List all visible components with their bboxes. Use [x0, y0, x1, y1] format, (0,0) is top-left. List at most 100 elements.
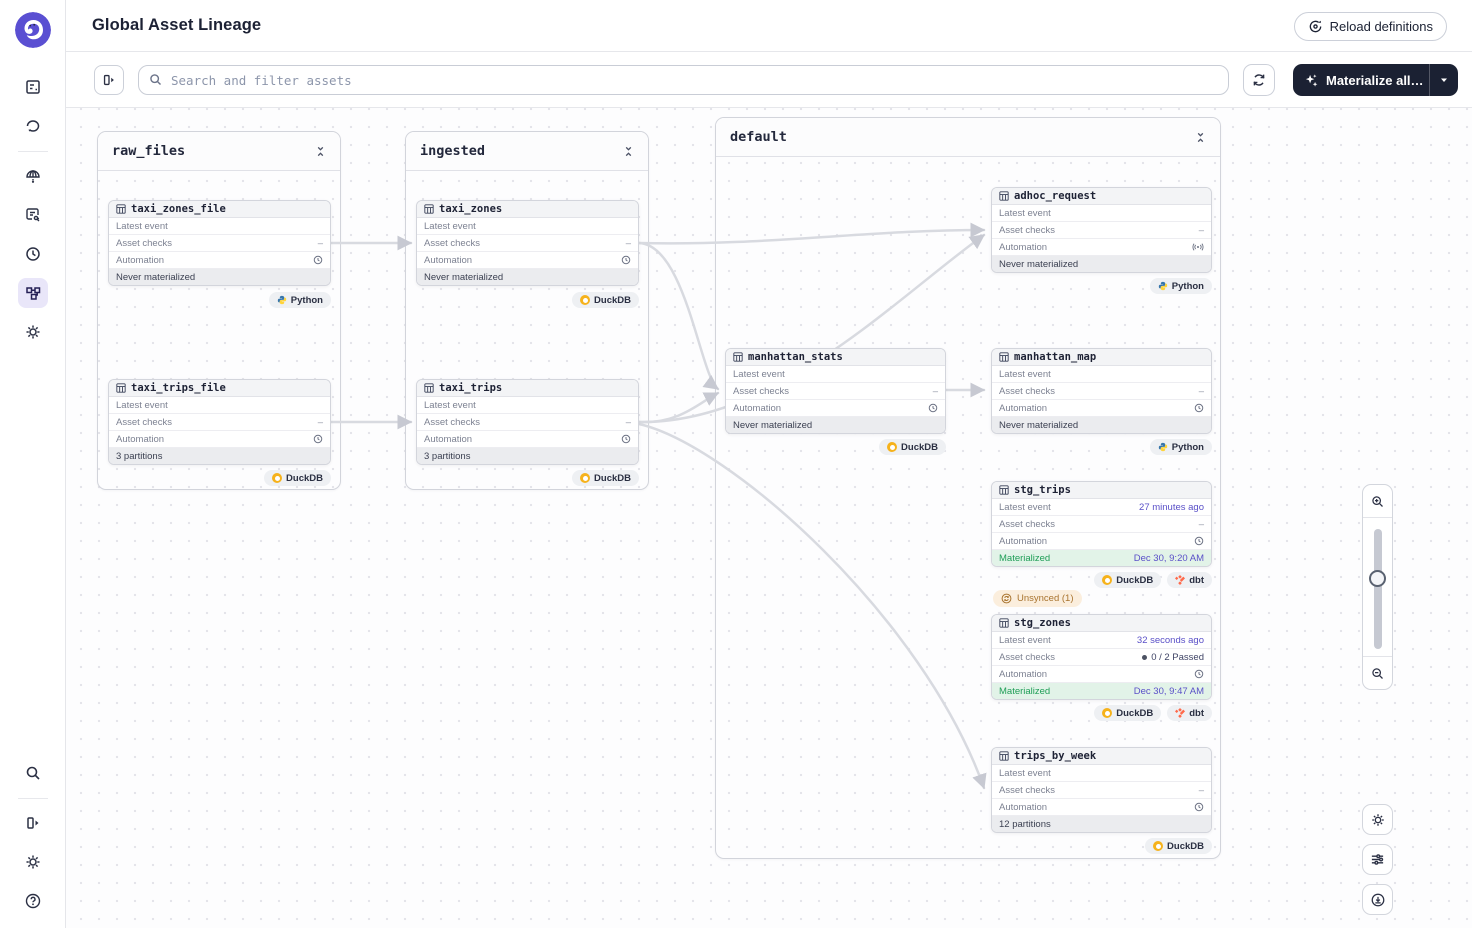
- storage-kind-tag[interactable]: DuckDB: [1094, 705, 1162, 721]
- asset-tags: DuckDB: [1145, 838, 1212, 854]
- lineage-toolbar: Materialize all…: [66, 52, 1472, 108]
- asset-status: Never materialized: [726, 417, 945, 433]
- zoom-in-icon: [1372, 495, 1383, 507]
- sidebar-item-deployment[interactable]: [18, 317, 48, 347]
- materialization-date-link[interactable]: Dec 30, 9:47 AM: [1133, 685, 1204, 697]
- zoom-slider-track[interactable]: [1374, 529, 1382, 649]
- duckdb-icon: [887, 442, 898, 452]
- zoom-out-button[interactable]: [1363, 656, 1392, 689]
- asset-tags: Python: [268, 292, 331, 308]
- app-sidebar: [0, 0, 66, 928]
- dbt-icon: [1175, 575, 1186, 585]
- storage-kind-tag[interactable]: DuckDB: [264, 470, 331, 486]
- sidebar-item-schedules[interactable]: [18, 239, 48, 269]
- schedule-clock-icon: [313, 255, 323, 265]
- asset-node-adhoc_request[interactable]: adhoc_request Latest event Asset checks–…: [991, 187, 1212, 273]
- search-input[interactable]: [138, 65, 1229, 95]
- sidebar-expand-button[interactable]: [18, 808, 48, 838]
- dagster-logo[interactable]: [14, 12, 51, 48]
- asset-node-manhattan_map[interactable]: manhattan_map Latest event Asset checks–…: [991, 348, 1212, 434]
- latest-event-link[interactable]: 32 seconds ago: [1136, 634, 1204, 646]
- storage-kind-tag[interactable]: DuckDB: [1094, 572, 1162, 588]
- table-icon: [424, 383, 434, 393]
- storage-kind-tag[interactable]: DuckDB: [879, 439, 946, 455]
- asset-tags: DuckDB dbt: [1094, 572, 1212, 588]
- schedule-clock-icon: [1194, 403, 1204, 413]
- table-icon: [733, 352, 743, 362]
- settings-gear-icon: [26, 855, 39, 869]
- zoom-out-icon: [1372, 667, 1383, 679]
- asset-node-trips_by_week[interactable]: trips_by_week Latest event Asset checks–…: [991, 747, 1212, 833]
- expand-panel-icon: [26, 817, 38, 829]
- python-icon: [1158, 281, 1167, 291]
- sidebar-item-assets[interactable]: [18, 161, 48, 191]
- asset-node-taxi_trips[interactable]: taxi_trips Latest event Asset checks– Au…: [416, 379, 639, 465]
- open-sidebar-panel-button[interactable]: [94, 65, 124, 95]
- asset-name: taxi_trips: [439, 382, 503, 394]
- compute-kind-tag[interactable]: dbt: [1167, 572, 1212, 588]
- sidebar-item-jobs[interactable]: [18, 200, 48, 230]
- duckdb-icon: [1102, 575, 1113, 585]
- collapse-group-icon[interactable]: [315, 146, 326, 157]
- recenter-button[interactable]: [1362, 884, 1393, 915]
- table-icon: [999, 352, 1009, 362]
- table-icon: [999, 618, 1009, 628]
- materialize-all-button[interactable]: Materialize all…: [1293, 73, 1429, 88]
- compute-kind-tag[interactable]: Python: [1149, 278, 1212, 294]
- refresh-button[interactable]: [1243, 64, 1275, 96]
- asset-node-taxi_trips_file[interactable]: taxi_trips_file Latest event Asset check…: [108, 379, 331, 465]
- sidebar-settings-button[interactable]: [18, 847, 48, 877]
- compute-kind-tag[interactable]: Python: [1149, 439, 1212, 455]
- group-header-raw-files[interactable]: raw_files: [98, 132, 340, 171]
- group-title: default: [730, 129, 787, 145]
- asset-name: manhattan_map: [1014, 351, 1097, 363]
- sparkles-icon: [1305, 73, 1318, 87]
- asset-group-raw-files: raw_files: [97, 131, 341, 490]
- asset-status: Never materialized: [109, 269, 330, 285]
- materialization-date-link[interactable]: Dec 30, 9:20 AM: [1133, 552, 1204, 564]
- check-status-dot: [1142, 654, 1148, 660]
- sidebar-item-runs[interactable]: [18, 111, 48, 141]
- materialize-options-button[interactable]: [1429, 64, 1458, 96]
- asset-checks-link[interactable]: 0 / 2 Passed: [1142, 652, 1204, 663]
- zoom-slider-handle[interactable]: [1369, 570, 1386, 587]
- sidebar-help-button[interactable]: [18, 886, 48, 916]
- page-header: Global Asset Lineage Reload definitions: [66, 0, 1472, 52]
- asset-tags: Python: [1149, 439, 1212, 455]
- unsynced-tag[interactable]: Unsynced (1): [993, 590, 1082, 607]
- compute-kind-tag[interactable]: Python: [268, 292, 331, 308]
- compute-kind-tag[interactable]: dbt: [1167, 705, 1212, 721]
- storage-kind-tag[interactable]: DuckDB: [572, 470, 639, 486]
- lineage-canvas[interactable]: raw_files ingested default: [66, 108, 1472, 928]
- storage-kind-tag[interactable]: DuckDB: [1145, 838, 1212, 854]
- sidebar-search-button[interactable]: [18, 758, 48, 788]
- graph-settings-button[interactable]: [1362, 804, 1393, 835]
- zoom-in-button[interactable]: [1363, 485, 1392, 518]
- collapse-group-icon[interactable]: [1195, 132, 1206, 143]
- settings-gear-icon: [1371, 813, 1384, 826]
- latest-event-link[interactable]: 27 minutes ago: [1139, 501, 1204, 513]
- asset-node-manhattan_stats[interactable]: manhattan_stats Latest event Asset check…: [725, 348, 946, 434]
- sidebar-item-lineage[interactable]: [17, 278, 48, 308]
- deployment-gear-icon: [26, 325, 39, 339]
- graph-filters-button[interactable]: [1362, 844, 1393, 875]
- asset-group-ingested: ingested: [405, 131, 649, 490]
- duckdb-icon: [580, 295, 591, 305]
- reload-definitions-button[interactable]: Reload definitions: [1293, 12, 1447, 41]
- asset-name: manhattan_stats: [748, 351, 843, 363]
- search-icon: [150, 74, 162, 86]
- group-header-default[interactable]: default: [716, 118, 1220, 157]
- asset-node-taxi_zones[interactable]: taxi_zones Latest event Asset checks– Au…: [416, 200, 639, 286]
- search-icon: [26, 766, 40, 780]
- group-header-ingested[interactable]: ingested: [406, 132, 648, 171]
- asset-tags: DuckDB dbt: [1094, 705, 1212, 721]
- storage-kind-tag[interactable]: DuckDB: [572, 292, 639, 308]
- collapse-group-icon[interactable]: [623, 146, 634, 157]
- asset-status: Never materialized: [992, 417, 1211, 433]
- chevron-down-icon: [1441, 78, 1447, 82]
- sidebar-item-overview[interactable]: [18, 72, 48, 102]
- asset-node-taxi_zones_file[interactable]: taxi_zones_file Latest event Asset check…: [108, 200, 331, 286]
